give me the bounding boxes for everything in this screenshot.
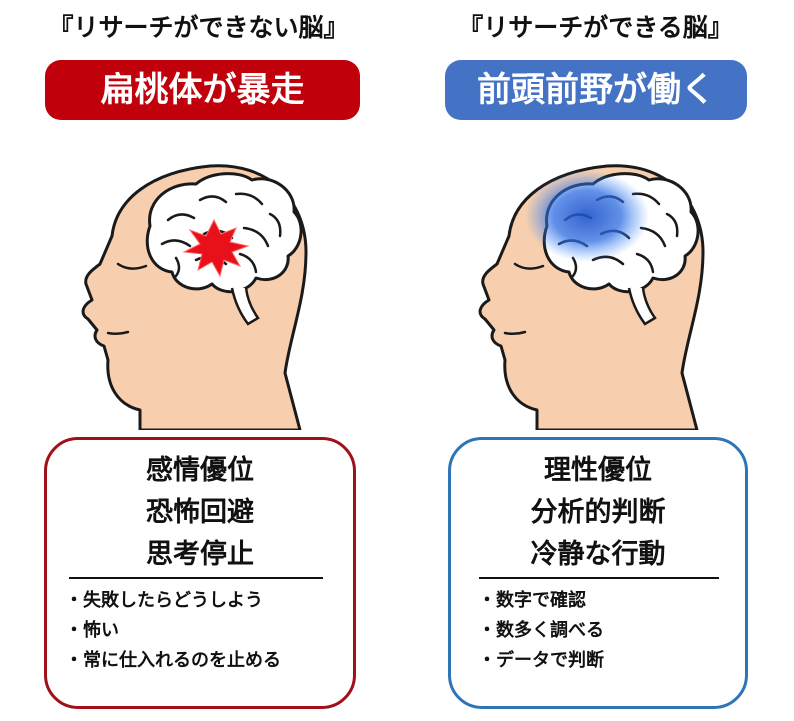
left-trait-3: 思考停止 [146, 539, 254, 570]
right-traits: 理性優位 分析的判断 冷静な行動 [451, 450, 745, 576]
left-traits: 感情優位 恐怖回避 思考停止 [47, 450, 353, 576]
right-bullet-1: ・数字で確認 [478, 590, 586, 611]
right-divider [479, 577, 719, 579]
mouth-line [503, 330, 527, 336]
right-column: 『リサーチができる脳』 前頭前野が働く 理性優位 分析的判断 冷静な行動 [397, 0, 794, 721]
amygdala-burst-icon [182, 218, 250, 278]
left-bullet-2: ・怖い [65, 620, 119, 641]
right-bullet-2: ・数多く調べる [478, 620, 604, 641]
prefrontal-glow-icon [525, 170, 649, 262]
right-bullet-3: ・データで判断 [478, 650, 604, 671]
left-bullet-3: ・常に仕入れるのを止める [65, 650, 281, 671]
right-trait-1: 理性優位 [544, 455, 652, 486]
right-traits-box: 理性優位 分析的判断 冷静な行動 ・数字で確認 ・数多く調べる ・データで判断 [448, 437, 748, 709]
right-trait-3: 冷静な行動 [530, 539, 666, 570]
left-badge: 扁桃体が暴走 [45, 60, 360, 120]
left-trait-1: 感情優位 [146, 455, 254, 486]
left-divider [69, 577, 323, 579]
left-column: 『リサーチができない脳』 扁桃体が暴走 感情優位 恐怖回避 思考停止 ・失敗した… [44, 13, 360, 709]
right-heading: 『リサーチができる脳』 [458, 13, 733, 42]
left-bullet-1: ・失敗したらどうしよう [65, 590, 263, 611]
left-bullets: ・失敗したらどうしよう ・怖い ・常に仕入れるのを止める [65, 586, 337, 676]
head-profile-icon [478, 164, 705, 430]
left-trait-2: 恐怖回避 [146, 497, 254, 528]
right-trait-2: 分析的判断 [530, 497, 666, 528]
right-bullets: ・数字で確認 ・数多く調べる ・データで判断 [478, 586, 729, 676]
closed-eye-icon [116, 262, 148, 270]
mouth-line [106, 330, 130, 336]
closed-eye-icon [513, 262, 545, 270]
left-heading: 『リサーチができない脳』 [48, 13, 349, 42]
head-profile-icon [81, 164, 308, 430]
left-traits-box: 感情優位 恐怖回避 思考停止 ・失敗したらどうしよう ・怖い ・常に仕入れるのを… [44, 437, 356, 709]
right-badge: 前頭前野が働く [445, 60, 747, 120]
